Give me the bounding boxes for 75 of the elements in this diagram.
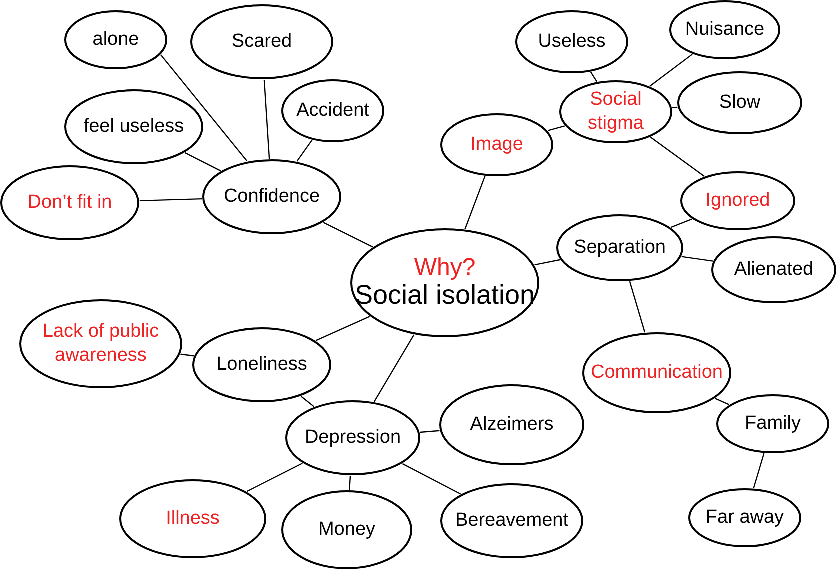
connector-line: [590, 72, 598, 82]
topic-ellipse: [711, 236, 837, 304]
topic-ellipse: [192, 327, 332, 403]
connector-line: [316, 316, 370, 342]
topic-ellipse: [582, 332, 732, 414]
connector-line: [140, 198, 202, 202]
topic-ellipse: [669, 0, 781, 60]
connector-line: [715, 398, 730, 406]
connector-line: [184, 152, 222, 172]
topic-label: Loneliness: [216, 353, 308, 377]
connector-line: [534, 259, 560, 266]
topic-ellipse: [119, 479, 267, 559]
connector-line: [672, 106, 678, 108]
topic-label: Image: [470, 133, 524, 157]
connector-line: [180, 354, 194, 357]
topic-label: Ignored: [704, 189, 772, 213]
connector-line: [402, 463, 462, 495]
connector-line: [464, 176, 486, 230]
connector-line: [650, 136, 705, 178]
topic-label: Family: [744, 412, 802, 436]
topic-label: Money: [317, 518, 377, 542]
topic-label: Scared: [230, 30, 294, 54]
topic-ellipse: [64, 89, 204, 165]
connector-line: [264, 80, 270, 160]
connector-line: [349, 476, 352, 490]
topic-label: Far away: [704, 506, 786, 530]
topic-label: Nuisance: [684, 18, 766, 42]
topic-ellipse: [0, 165, 140, 241]
topic-label: Social stigma: [587, 88, 645, 136]
topic-ellipse: [559, 80, 673, 144]
topic-ellipse: [19, 299, 183, 389]
connector-line: [753, 453, 765, 489]
topic-label: Lack of public awareness: [42, 320, 160, 368]
topic-ellipse: [677, 71, 803, 135]
topic-label: Depression: [304, 426, 402, 450]
topic-ellipse: [680, 171, 796, 231]
topic-ellipse: [716, 394, 830, 454]
topic-label: Slow: [718, 91, 762, 115]
connector-line: [650, 54, 693, 87]
connector-line: [323, 222, 374, 248]
topic-ellipse: [688, 488, 802, 548]
topic-label: Separation: [573, 236, 667, 260]
topic-ellipse: [556, 214, 684, 282]
topic-ellipse: [285, 400, 421, 476]
topic-label: Don’t fit in: [26, 191, 114, 215]
connector-line: [682, 256, 714, 262]
topic-label: Communication: [590, 361, 724, 385]
topic-label: Useless: [537, 30, 607, 54]
topic-ellipse: [350, 228, 540, 338]
topic-ellipse: [281, 79, 385, 143]
connector-line: [629, 281, 646, 333]
connector-line: [670, 218, 692, 228]
connector-line: [160, 54, 248, 162]
topic-label: Confidence: [222, 185, 322, 209]
topic-ellipse: [440, 113, 554, 177]
topic-label: Alzeimers: [469, 413, 555, 437]
topic-ellipse: [439, 384, 585, 466]
connector-line: [548, 126, 566, 132]
connector-line: [374, 334, 415, 402]
connector-line: [300, 396, 314, 408]
topic-ellipse: [190, 4, 334, 80]
connector-line: [420, 430, 440, 434]
connector-line: [296, 140, 313, 162]
topic-label: Accident: [296, 99, 370, 123]
topic-label: alone: [92, 28, 140, 52]
topic-ellipse: [202, 159, 342, 235]
topic-label: Alienated: [733, 258, 815, 282]
topic-ellipse: [440, 483, 584, 559]
topic-ellipse: [64, 10, 168, 70]
topic-label: Bereavement: [454, 509, 570, 533]
connector-line: [246, 462, 303, 492]
topic-label: Illness: [165, 507, 221, 531]
topic-label: feel useless: [82, 115, 186, 139]
topic-ellipse: [281, 490, 413, 570]
topic-ellipse: [515, 10, 629, 74]
